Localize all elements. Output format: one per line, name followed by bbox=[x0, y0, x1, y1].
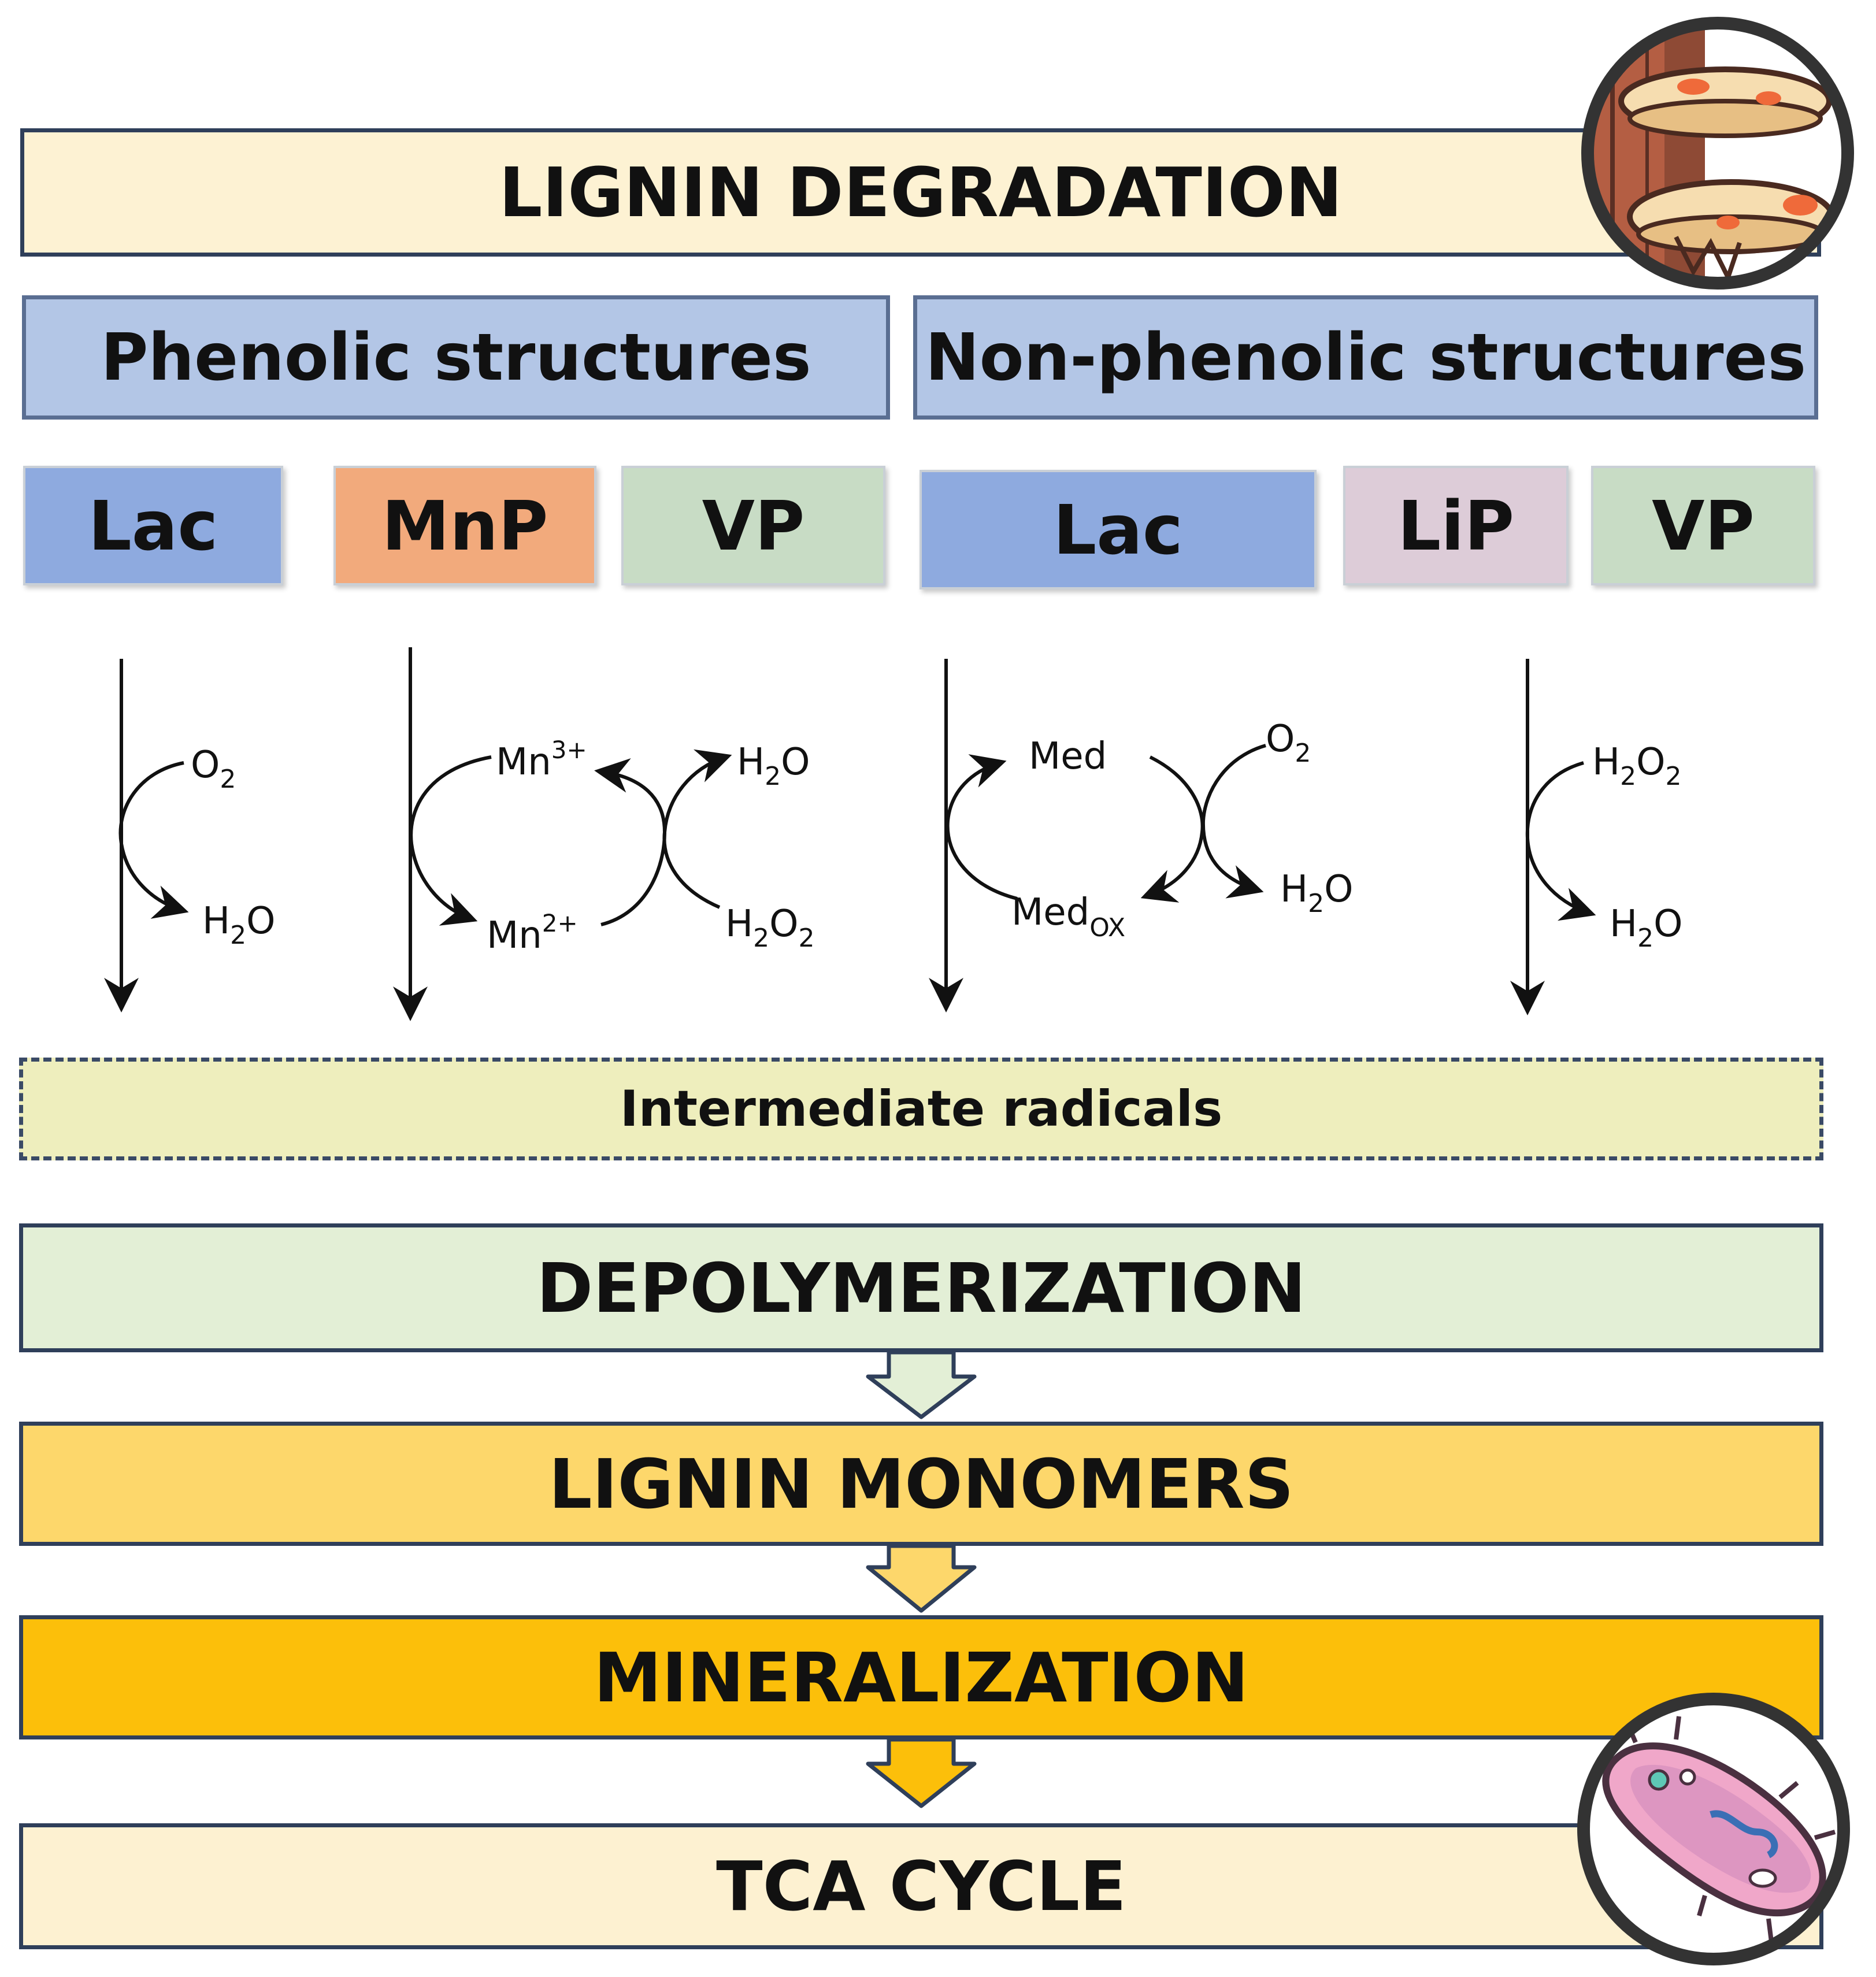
h2o-label: H2O bbox=[1280, 868, 1354, 918]
tca-cycle-box: TCA CYCLE bbox=[19, 1823, 1823, 1949]
vp-reaction: H2O2 H2O bbox=[1510, 659, 1683, 1015]
stage-label: MINERALIZATION bbox=[594, 1637, 1249, 1718]
enzyme-label: LiP bbox=[1397, 485, 1515, 566]
intermediate-radicals-label: Intermediate radicals bbox=[620, 1080, 1223, 1138]
down-block-arrow bbox=[866, 1737, 977, 1808]
h2o2-label: H2O2 bbox=[725, 903, 815, 953]
curved-arrow bbox=[1201, 744, 1266, 899]
lac-phenolic-reaction: O2 H2O bbox=[104, 659, 276, 1012]
non-phenolic-structures-box: Non-phenolic structures bbox=[913, 295, 1818, 420]
enzyme-label: VP bbox=[702, 485, 805, 566]
mnp-reaction: Mn3+ Mn2+ H2O H2O2 bbox=[393, 647, 815, 1021]
phenolic-label: Phenolic structures bbox=[101, 320, 811, 395]
curved-arrow bbox=[662, 749, 732, 909]
curved-arrow bbox=[1525, 761, 1596, 921]
mn3-label: Mn3+ bbox=[496, 736, 587, 784]
o2-label: O2 bbox=[191, 744, 236, 794]
enzyme-vp-non-phenolic: VP bbox=[1591, 466, 1815, 585]
lignin-degradation-title: LIGNIN DEGRADATION bbox=[20, 128, 1821, 257]
stage-label: LIGNIN MONOMERS bbox=[548, 1444, 1294, 1524]
enzyme-label: VP bbox=[1652, 485, 1755, 566]
enzyme-label: Lac bbox=[88, 485, 218, 566]
enzyme-lac-non-phenolic: Lac bbox=[920, 470, 1317, 589]
down-block-arrow bbox=[866, 1350, 977, 1419]
curved-arrow bbox=[409, 755, 492, 926]
curved-arrow bbox=[946, 754, 1018, 900]
mushroom-icon bbox=[1581, 17, 1854, 290]
enzyme-lip: LiP bbox=[1343, 466, 1569, 585]
stage-label: TCA CYCLE bbox=[716, 1846, 1126, 1926]
enzyme-vp-phenolic: VP bbox=[621, 466, 885, 585]
curved-arrow bbox=[1140, 755, 1204, 903]
o2-label: O2 bbox=[1266, 718, 1311, 768]
title-text: LIGNIN DEGRADATION bbox=[499, 153, 1343, 232]
mn2-label: Mn2+ bbox=[487, 909, 578, 957]
bacterium-icon bbox=[1577, 1693, 1850, 1965]
h2o-label: H2O bbox=[737, 741, 810, 791]
curved-arrow bbox=[118, 761, 189, 919]
enzyme-mnp: MnP bbox=[333, 466, 596, 585]
non-phenolic-label: Non-phenolic structures bbox=[925, 320, 1807, 395]
h2o-label: H2O bbox=[1610, 903, 1683, 953]
lac-mediator-reaction: Med MedOX O2 H2O bbox=[929, 659, 1354, 1012]
curved-arrow bbox=[594, 758, 667, 926]
phenolic-structures-box: Phenolic structures bbox=[22, 295, 890, 420]
medox-label: MedOX bbox=[1011, 891, 1125, 943]
med-label: Med bbox=[1029, 735, 1107, 778]
stage-label: DEPOLYMERIZATION bbox=[536, 1248, 1306, 1328]
down-block-arrow bbox=[866, 1544, 977, 1613]
enzyme-label: MnP bbox=[381, 485, 548, 566]
lignin-monomers-box: LIGNIN MONOMERS bbox=[19, 1422, 1823, 1546]
intermediate-radicals-box: Intermediate radicals bbox=[19, 1058, 1823, 1160]
enzyme-lac-phenolic: Lac bbox=[23, 466, 283, 585]
h2o2-label: H2O2 bbox=[1592, 741, 1682, 791]
h2o-label: H2O bbox=[202, 900, 276, 950]
enzyme-label: Lac bbox=[1053, 489, 1183, 570]
